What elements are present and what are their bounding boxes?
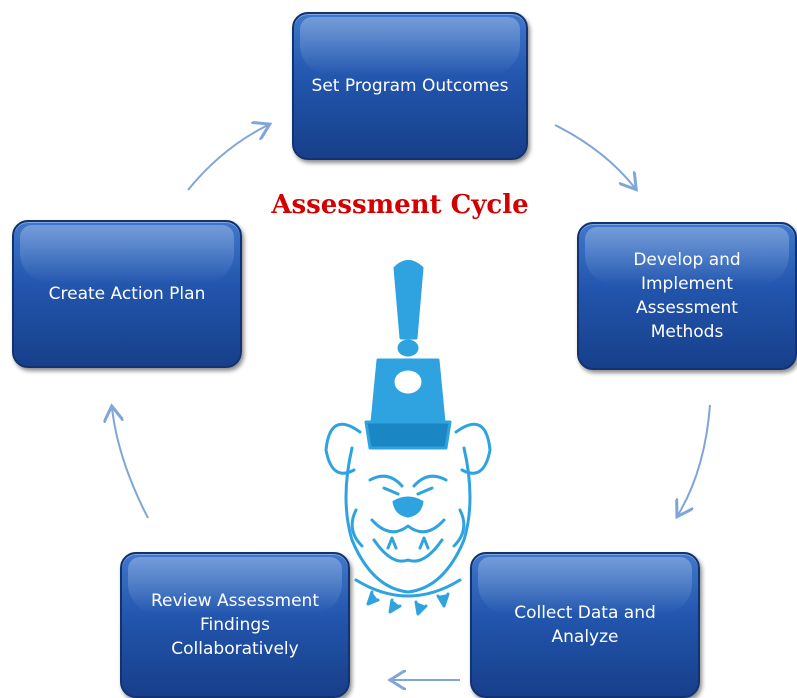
- step-label: Collect Data and Analyze: [514, 603, 656, 647]
- step-review-findings: Review Assessment Findings Collaborative…: [120, 552, 350, 698]
- step-label: Create Action Plan: [48, 284, 206, 304]
- arrow-5-to-1: [187, 125, 268, 191]
- step-create-action-plan: Create Action Plan: [12, 220, 242, 368]
- step-set-program-outcomes: Set Program Outcomes: [292, 12, 528, 160]
- step-label: Develop and Implement Assessment Methods: [633, 250, 741, 342]
- step-label: Set Program Outcomes: [311, 76, 509, 96]
- step-collect-data-analyze: Collect Data and Analyze: [470, 552, 700, 698]
- arrow-1-to-2: [554, 124, 635, 188]
- diagram-title: Assessment Cycle: [271, 190, 529, 220]
- arrow-2-to-3: [678, 404, 711, 515]
- step-develop-assessment-methods: Develop and Implement Assessment Methods: [577, 222, 797, 370]
- arrow-4-to-5: [112, 408, 149, 519]
- step-label: Review Assessment Findings Collaborative…: [150, 591, 320, 659]
